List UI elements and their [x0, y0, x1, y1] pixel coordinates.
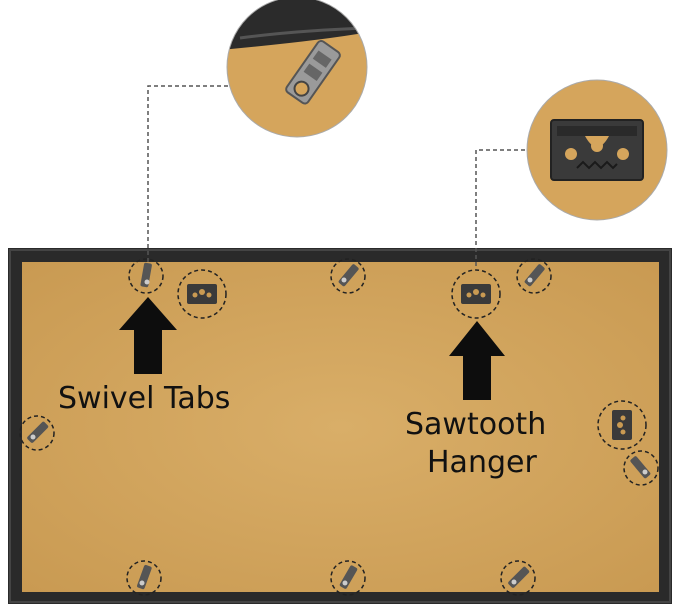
swivel-tab-left: [19, 415, 55, 451]
swivel-tab-top-mid: [330, 258, 366, 294]
swivel-tabs: [19, 258, 659, 596]
swivel-tab-top-right: [516, 258, 552, 294]
tab-leader-line: [147, 85, 230, 262]
swivel-tab-arrow: [119, 297, 177, 374]
zoom-sawtooth-hanger: [526, 79, 668, 221]
leader-lines: [147, 85, 527, 266]
sawtooth-hanger-top-left: [177, 269, 227, 319]
swivel-tabs-label: Swivel Tabs: [58, 381, 231, 416]
zoom-swivel-tab: [226, 0, 368, 138]
sawtooth-hangers: [177, 269, 647, 450]
picture-frame: [8, 248, 672, 604]
sawtooth-hanger-label-line1: Sawtooth: [405, 407, 547, 442]
sawtooth-leader-line: [475, 149, 527, 266]
swivel-tab-right: [623, 450, 659, 486]
arrows: [119, 297, 505, 400]
sawtooth-hanger-right: [597, 400, 647, 450]
swivel-tab-bottom-left: [126, 560, 162, 596]
sawtooth-hanger-top-right: [451, 269, 501, 319]
swivel-tab-top-left: [128, 258, 164, 294]
sawtooth-hanger-label-line2: Hanger: [427, 445, 537, 480]
sawtooth-arrow: [449, 321, 505, 400]
swivel-tab-bottom-mid: [330, 560, 366, 596]
cork-backing: [22, 262, 659, 592]
swivel-tab-bottom-right: [500, 560, 536, 596]
